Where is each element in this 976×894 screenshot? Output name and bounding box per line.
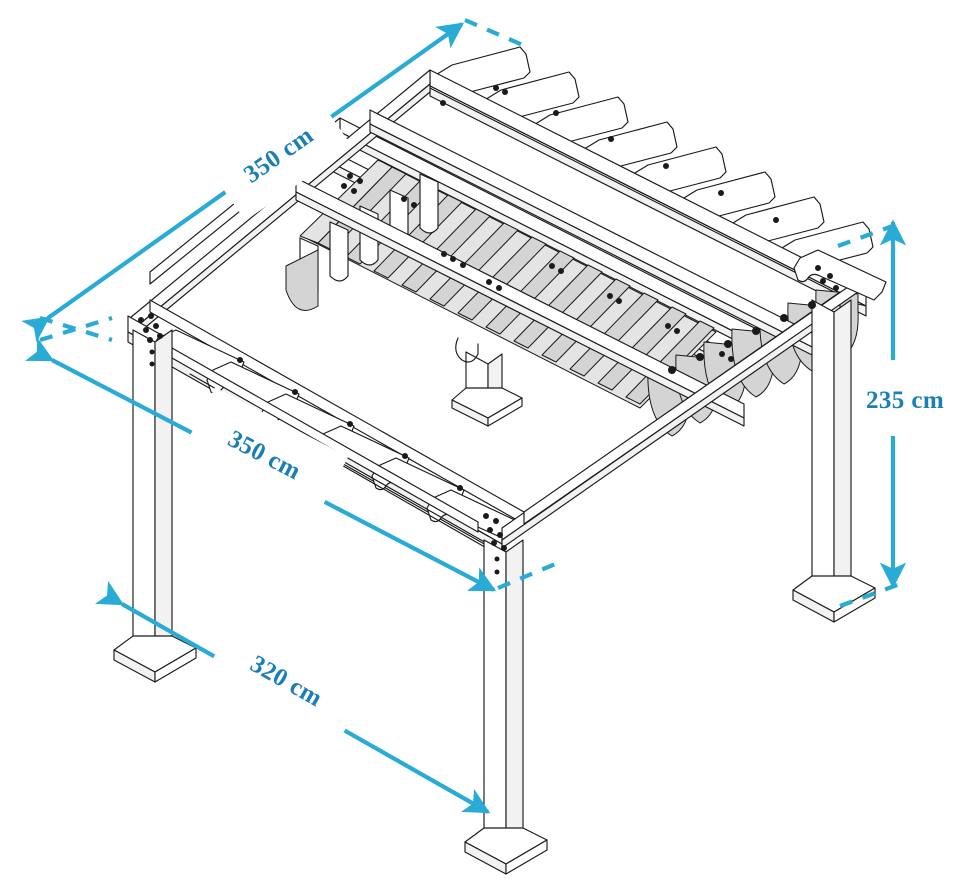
post-right — [792, 299, 876, 623]
dimension-depth-front: 350 cm — [25, 315, 561, 592]
post-rear-left — [113, 329, 197, 683]
post-rear-center — [451, 337, 523, 427]
dimension-width-front: 320 cm — [95, 580, 491, 814]
right-post-rafter-tail — [793, 249, 887, 301]
post-front-center — [464, 539, 548, 875]
dimension-depth-rear: 350 cm — [21, 18, 526, 343]
dimension-label-post-height: 235 cm — [866, 387, 944, 414]
dimension-post-height: 235 cm — [837, 219, 975, 608]
